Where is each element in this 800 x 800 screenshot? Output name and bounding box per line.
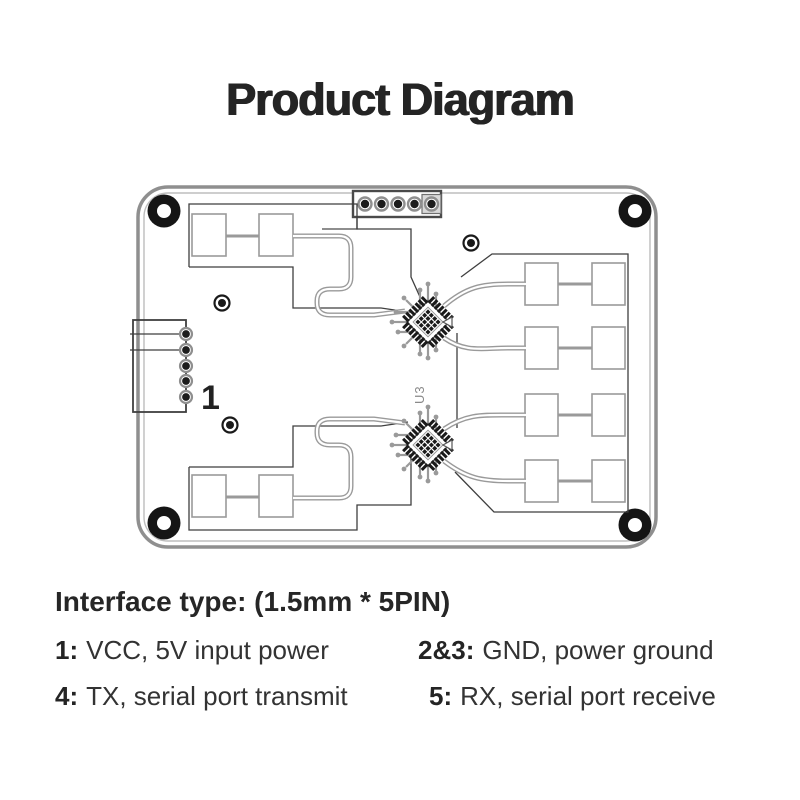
chip-refdes-label: U3 <box>412 385 427 404</box>
rf-chip-bottom: U3 <box>388 385 460 485</box>
pin-item-1: 1:VCC, 5V input power <box>55 636 418 665</box>
pin-desc: GND, power ground <box>482 635 714 665</box>
page-title: Product Diagram <box>226 74 575 125</box>
tx-antenna-bottom <box>188 416 421 531</box>
interface-description: Interface type: (1.5mm * 5PIN) 1:VCC, 5V… <box>55 588 760 710</box>
pin-desc: VCC, 5V input power <box>86 635 329 665</box>
pin-label: 4: <box>55 680 79 711</box>
pin-item-4: 4:TX, serial port transmit <box>55 680 418 711</box>
pin-header <box>322 189 443 230</box>
pin-item-5: 5:RX, serial port receive <box>418 680 760 711</box>
rf-chip-top <box>388 280 460 362</box>
pin-list: 1:VCC, 5V input power 2&3:GND, power gro… <box>55 636 760 710</box>
pin-label: 5: <box>429 680 453 711</box>
pin1-marker-icon <box>441 315 453 329</box>
pin-desc: RX, serial port receive <box>460 680 716 711</box>
pin1-silkscreen-label: 1 <box>201 379 220 417</box>
tx-antenna-top <box>188 203 421 318</box>
pin-label: 1: <box>55 635 79 665</box>
pin1-marker-icon <box>441 438 453 452</box>
pin-item-2-3: 2&3:GND, power ground <box>418 636 760 665</box>
pin-label: 2&3: <box>418 635 475 665</box>
rx-antenna-array <box>442 253 629 513</box>
uart-connector: 1 <box>130 319 220 417</box>
pin-desc: TX, serial port transmit <box>86 680 348 711</box>
interface-heading: Interface type: (1.5mm * 5PIN) <box>55 586 451 617</box>
